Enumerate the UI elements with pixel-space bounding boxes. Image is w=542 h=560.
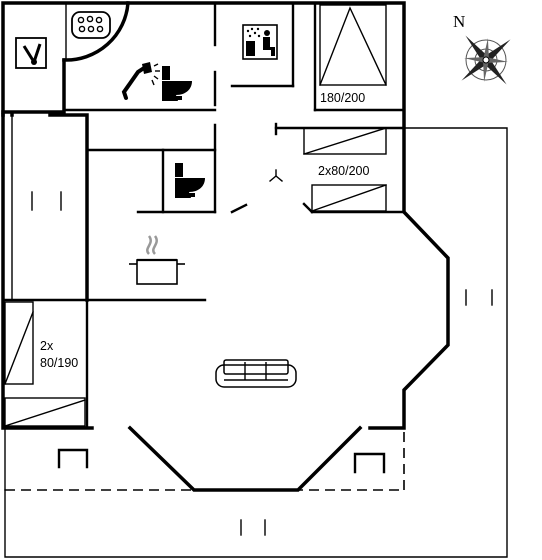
terrace-outline (4, 127, 508, 558)
bed-size-label-left-line1: 2x (40, 339, 54, 353)
sofa-icon (215, 359, 297, 388)
bed-size-label-top: 180/200 (320, 91, 365, 105)
outdoor-chair-right (353, 452, 386, 474)
shower-icon (121, 62, 160, 100)
compass-rose: N (453, 12, 511, 85)
bed-top-double (319, 4, 387, 86)
bed-left-upper (4, 301, 34, 385)
terrace-boundary-dashed (5, 430, 405, 491)
toilet-icon-2 (175, 163, 205, 198)
compass-north-label: N (453, 12, 465, 31)
toilet-icon (162, 66, 192, 101)
cooking-pot-icon (129, 235, 185, 285)
bed-right-upper (303, 127, 387, 155)
window-marks (240, 289, 493, 536)
bed-size-label-left-line2: 80/190 (40, 356, 78, 370)
bed-left-lower (4, 397, 86, 427)
exterior-walls (1, 1, 450, 492)
interior-walls (1, 1, 406, 430)
bed-right-lower (311, 184, 387, 212)
washing-machine-icon (15, 37, 47, 69)
outdoor-chair-left (57, 448, 89, 469)
sauna-icon (242, 24, 278, 60)
bed-size-label-right: 2x80/200 (318, 164, 369, 178)
whirlpool-bath-icon (71, 11, 111, 39)
